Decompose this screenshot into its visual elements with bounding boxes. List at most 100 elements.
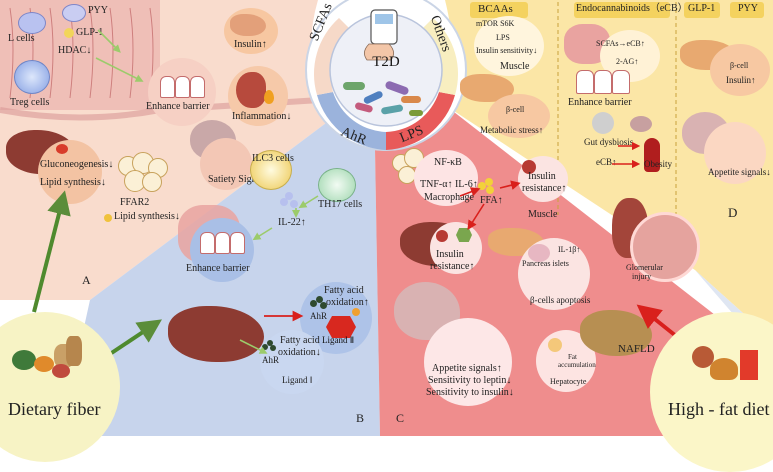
insulin-sens-label: Insulin sensitivity↓	[476, 46, 538, 55]
epithelial-cells-b-icon	[200, 232, 245, 254]
islet-icon	[528, 244, 550, 262]
il22-label: IL-22↑	[278, 217, 306, 228]
panel-d-letter: D	[728, 205, 738, 220]
ffar2-lipid-label: Lipid synthesis↓	[114, 211, 180, 222]
pyy-header: PYY	[738, 3, 759, 14]
insulin-res-muscle-2: resistance↑	[522, 183, 567, 194]
dietary-fiber-label: Dietary fiber	[8, 399, 101, 419]
ahr-top-icon	[310, 296, 328, 310]
il1b-label: IL-1β↑	[558, 245, 581, 254]
insulin-right-label: Insulin↑	[726, 75, 756, 85]
bcaas-header-bg	[470, 2, 528, 18]
t2d-label: T2D	[372, 54, 400, 70]
bcell-apoptosis-label: β-cells apoptosis	[530, 295, 591, 305]
appetite-circle	[424, 318, 512, 406]
fatty-acid-dot	[352, 308, 360, 316]
insulin-res-muscle-1: Insulin	[528, 171, 556, 182]
glp1-label: GLP-1	[76, 27, 104, 38]
liver-cell-icon	[56, 144, 68, 154]
pyy-header-bg	[730, 2, 764, 18]
ring-lps	[386, 92, 455, 150]
hfd-label: High - fat diet	[668, 399, 770, 419]
glomerular-circle	[630, 212, 700, 282]
bacteria-icon	[343, 81, 423, 116]
l-cell-icon	[18, 12, 46, 34]
ecb-header: Endocannabinoids（eCB）	[576, 3, 688, 14]
treg-label: Treg cells	[10, 97, 50, 108]
panel-a-letter: A	[82, 273, 91, 287]
epithelial-cells-d-icon	[576, 70, 636, 98]
hdac-label: HDAC↓	[58, 45, 92, 56]
glomerular-label-1: Glomerular	[626, 263, 663, 272]
insulin-res-liver-1: Insulin	[436, 249, 464, 260]
th17-label: TH17 cells	[318, 199, 363, 210]
pancreas-islets-label: Pancreas islets	[522, 259, 569, 268]
fat-droplet-icon	[548, 338, 562, 352]
macrophage-label: Macrophage	[424, 192, 474, 203]
ilc3-cell-icon	[250, 150, 292, 190]
icecream-icon	[692, 346, 714, 368]
bcaas-header: BCAAs	[478, 3, 513, 15]
receptor-hexagon	[456, 228, 472, 242]
bacteria-cluster-2-icon	[630, 116, 652, 132]
treg-cell-icon	[14, 60, 50, 94]
ecb-up-label: eCB↑	[596, 157, 617, 167]
fatty-acid-bottom-label-2: oxidation↓	[278, 347, 321, 358]
inflammation-label: Inflammation↓	[232, 111, 292, 122]
adipocytes-icon	[118, 152, 178, 192]
two-ag-label: 2-AG↑	[616, 57, 639, 66]
glp1-dot	[64, 28, 74, 38]
th17-cell-icon	[318, 168, 356, 202]
watermelon-icon	[12, 350, 36, 370]
appetite-line-1: Appetite signals↑	[432, 363, 502, 374]
ligand2-label: Ligand Ⅱ	[322, 335, 355, 345]
l-cells-label: L cells	[8, 33, 35, 44]
glp1-header: GLP-1	[688, 3, 716, 14]
pumpkin-icon	[34, 356, 54, 372]
obesity-person-icon	[644, 138, 660, 172]
lps-d-label: LPS	[496, 33, 510, 42]
gluconeogenesis-label: Gluconeogenesis↓	[40, 159, 114, 170]
ring-ahr	[317, 92, 386, 150]
appetite-signals-d-label: Appetite signals↓	[708, 167, 771, 177]
pancreas-icon	[230, 14, 266, 36]
cell-icon-c	[522, 160, 536, 174]
insulin-res-liver-2: resistance↑	[430, 261, 475, 272]
meat-icon	[52, 364, 70, 378]
muscle-d-label: Muscle	[500, 61, 530, 72]
enhance-barrier-b-label: Enhance barrier	[186, 263, 250, 274]
liver-cell-c-icon	[436, 230, 448, 242]
bcell-d-circle	[488, 94, 550, 138]
fatty-acid-top-label-2: oxidation↑	[326, 297, 369, 308]
gut-dysbiosis-label: Gut dysbiosis	[584, 137, 634, 147]
ahr-bottom-icon	[262, 340, 276, 352]
ffa-label: FFA↑	[480, 195, 503, 206]
insulin-label-a: Insulin↑	[234, 39, 267, 50]
center-ring: T2D	[305, 0, 467, 151]
fries-icon	[740, 350, 758, 380]
fatty-acid-bottom-label-1: Fatty acid	[280, 335, 320, 346]
bacteria-cluster-icon	[592, 112, 614, 134]
insulin-d-circle	[710, 44, 770, 96]
ahr-bottom-label: AhR	[262, 355, 280, 365]
mtor-label: mTOR S6K	[476, 19, 515, 28]
fat-accumulation-2: accumulation	[558, 361, 596, 369]
hepatocyte-label: Hepatocyte	[550, 377, 587, 386]
bcaas-circle	[474, 16, 544, 76]
epithelial-cells-icon	[160, 76, 205, 98]
ecb-header-bg	[574, 2, 670, 18]
ffar2-label: FFAR2	[120, 197, 150, 208]
burger-icon	[710, 358, 738, 380]
kidney-icon	[236, 72, 266, 108]
grain-icon	[66, 336, 82, 366]
lipid-synthesis-a-label: Lipid synthesis↓	[40, 177, 106, 188]
flame-icon	[264, 90, 274, 104]
ffar2-dot	[104, 214, 112, 222]
pyy-label: PYY	[88, 5, 109, 16]
ffa-dots	[478, 178, 496, 194]
glomerular-label-2: injury	[632, 272, 652, 281]
satiety-label: Satiety Signals↑	[208, 174, 273, 185]
nfkb-label: NF-κB	[434, 157, 462, 168]
appetite-line-2: Sensitivity to leptin↓	[428, 375, 512, 386]
pyy-icon	[62, 4, 86, 22]
